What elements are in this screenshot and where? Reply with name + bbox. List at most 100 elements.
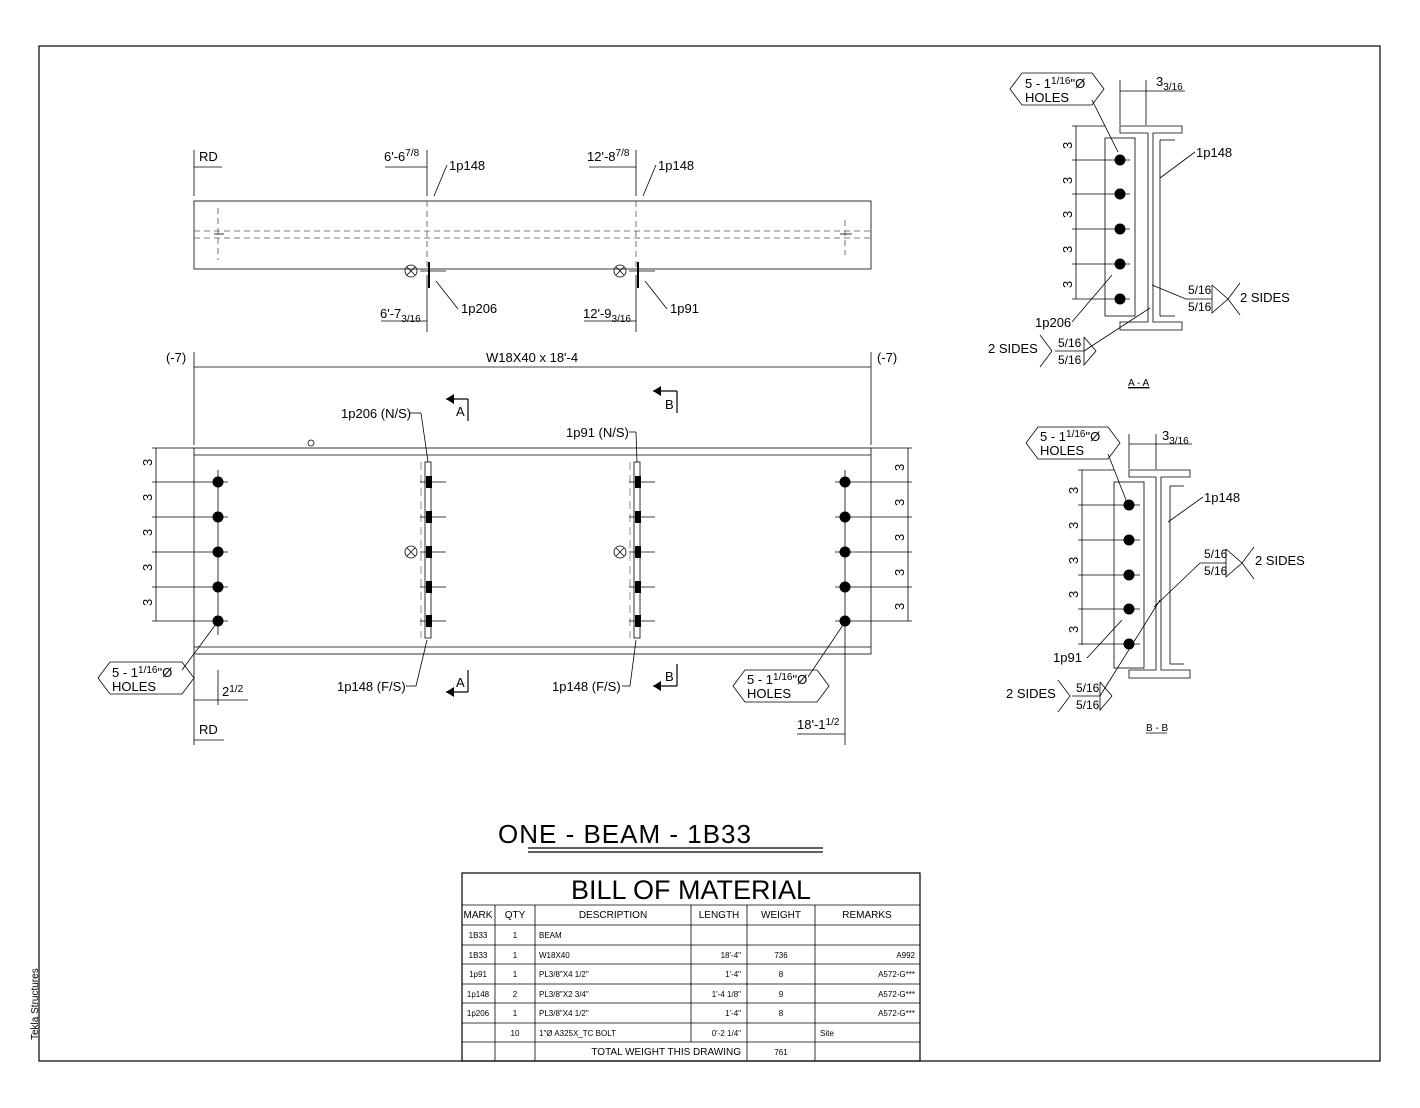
watermark: Tekla Structures: [30, 968, 41, 1040]
svg-text:1: 1: [513, 1009, 518, 1018]
bb-part-top: 1p148: [1204, 490, 1240, 505]
bom-header-description: DESCRIPTION: [579, 910, 647, 921]
bb-caption: B - B: [1146, 723, 1169, 734]
svg-text:3: 3: [892, 534, 907, 541]
svg-text:1B33: 1B33: [469, 951, 488, 960]
bom-header-remarks: REMARKS: [842, 910, 892, 921]
bb-part-bottom: 1p91: [1053, 650, 1082, 665]
section-mark-b-top: B: [653, 386, 678, 413]
svg-text:A572-G***: A572-G***: [878, 970, 915, 979]
svg-text:5/16: 5/16: [1204, 547, 1228, 561]
svg-text:3: 3: [140, 529, 155, 536]
part-label-1p148-a: 1p148: [449, 158, 485, 173]
table-row: 1B33 1 BEAM: [469, 931, 562, 940]
svg-text:1: 1: [513, 970, 518, 979]
svg-text:1p206: 1p206: [467, 1009, 490, 1018]
bb-dim: 33/16: [1162, 428, 1189, 447]
aa-caption: A - A: [1128, 378, 1149, 389]
svg-text:Site: Site: [820, 1029, 834, 1038]
dim-12-8: 12'-87/8: [587, 148, 630, 164]
svg-text:736: 736: [774, 951, 788, 960]
svg-text:1'-4 1/8": 1'-4 1/8": [712, 990, 741, 999]
svg-text:5/16: 5/16: [1204, 564, 1228, 578]
dim-2-1-2: 21/2: [222, 684, 244, 699]
svg-text:3: 3: [1060, 246, 1075, 253]
bom-header-mark: MARK: [464, 910, 493, 921]
svg-text:3: 3: [140, 494, 155, 501]
svg-text:3: 3: [140, 564, 155, 571]
aa-dim: 33/16: [1156, 74, 1183, 93]
rd-label-bottom: RD: [199, 722, 218, 737]
svg-text:1p148: 1p148: [467, 990, 490, 999]
svg-text:18'-4": 18'-4": [721, 951, 742, 960]
svg-text:HOLES: HOLES: [747, 686, 791, 701]
bom-total-label: TOTAL WEIGHT THIS DRAWING: [591, 1047, 741, 1058]
svg-text:3: 3: [1066, 557, 1081, 564]
bom-total-value: 761: [774, 1048, 788, 1057]
hole-callout-right: 5 - 11/16"Ø HOLES: [732, 624, 844, 703]
hole-callout-left: 5 - 11/16"Ø HOLES: [97, 623, 217, 695]
svg-text:10: 10: [511, 1029, 520, 1038]
svg-text:5/16: 5/16: [1188, 300, 1212, 314]
bom-title: BILL OF MATERIAL: [571, 875, 811, 905]
svg-text:2: 2: [513, 990, 518, 999]
svg-text:3: 3: [892, 499, 907, 506]
bom-header-weight: WEIGHT: [761, 910, 801, 921]
svg-text:2 SIDES: 2 SIDES: [1255, 553, 1305, 568]
label-1p148-fs-b: 1p148 (F/S): [552, 679, 621, 694]
left-offset: (-7): [166, 350, 186, 365]
svg-text:2 SIDES: 2 SIDES: [1240, 290, 1290, 305]
bill-of-material: BILL OF MATERIAL MARK QTY DESCRIPTION LE…: [461, 872, 921, 1062]
svg-text:1'-4": 1'-4": [725, 970, 741, 979]
part-label-1p91: 1p91: [670, 301, 699, 316]
svg-text:3: 3: [140, 599, 155, 606]
table-row: 1p91 1 PL3/8"X4 1/2" 1'-4" 8 A572-G***: [469, 970, 915, 979]
table-row: 1B33 1 W18X40 18'-4" 736 A992: [469, 951, 916, 960]
dim-12-9: 12'-93/16: [583, 306, 631, 325]
svg-text:BEAM: BEAM: [539, 931, 562, 940]
section-b-b: 5 - 11/16"Ø HOLES 33/16 3 3 3 3 3 1p148 …: [1006, 426, 1305, 734]
svg-text:3: 3: [1066, 626, 1081, 633]
svg-text:5/16: 5/16: [1076, 681, 1100, 695]
svg-text:3: 3: [1066, 522, 1081, 529]
top-view: RD 6'-67/8 1p148 12'-87/8 1p148 6'-73/16…: [193, 148, 872, 332]
svg-text:1: 1: [513, 951, 518, 960]
svg-text:3: 3: [1060, 281, 1075, 288]
svg-text:3: 3: [1066, 591, 1081, 598]
section-mark-a-top: A: [446, 394, 469, 421]
plate-bolts-right: [613, 476, 655, 627]
svg-text:3: 3: [1060, 211, 1075, 218]
dim-6-6: 6'-67/8: [384, 148, 420, 164]
table-row: 10 1"Ø A325X_TC BOLT 0'-2 1/4" Site: [511, 1029, 835, 1038]
svg-text:3: 3: [892, 603, 907, 610]
svg-text:9: 9: [779, 990, 784, 999]
svg-text:3: 3: [1060, 142, 1075, 149]
beam-elevation-outline: [193, 447, 872, 655]
svg-text:A572-G***: A572-G***: [878, 1009, 915, 1018]
label-1p148-fs-a: 1p148 (F/S): [337, 679, 406, 694]
svg-text:5 - 11/16"Ø: 5 - 11/16"Ø: [747, 672, 807, 687]
svg-text:5/16: 5/16: [1058, 336, 1082, 350]
svg-text:5 - 11/16"Ø: 5 - 11/16"Ø: [1025, 76, 1085, 91]
table-row: 1p148 2 PL3/8"X2 3/4" 1'-4 1/8" 9 A572-G…: [467, 990, 915, 999]
svg-text:PL3/8"X4 1/2": PL3/8"X4 1/2": [539, 970, 589, 979]
svg-text:A: A: [456, 675, 465, 690]
elevation-view: (-7) (-7) W18X40 x 18'-4 A B A: [97, 350, 912, 745]
svg-text:1"Ø A325X_TC BOLT: 1"Ø A325X_TC BOLT: [539, 1029, 616, 1038]
svg-text:1: 1: [513, 931, 518, 940]
label-1p206-ns: 1p206 (N/S): [341, 406, 411, 421]
part-label-1p206: 1p206: [461, 301, 497, 316]
svg-text:8: 8: [779, 1009, 784, 1018]
part-label-1p148-b: 1p148: [658, 158, 694, 173]
svg-text:A: A: [456, 404, 465, 419]
left-end-holes: 3 3 3 3 3: [140, 447, 228, 635]
svg-text:8: 8: [779, 970, 784, 979]
svg-text:1B33: 1B33: [469, 931, 488, 940]
svg-text:3: 3: [892, 569, 907, 576]
plate-bolts-left: [404, 476, 446, 627]
svg-text:5 - 11/16"Ø: 5 - 11/16"Ø: [1040, 429, 1100, 444]
section-mark-b-bottom: B: [653, 664, 678, 691]
drawing-border: [38, 45, 1381, 1062]
svg-text:A992: A992: [896, 951, 915, 960]
